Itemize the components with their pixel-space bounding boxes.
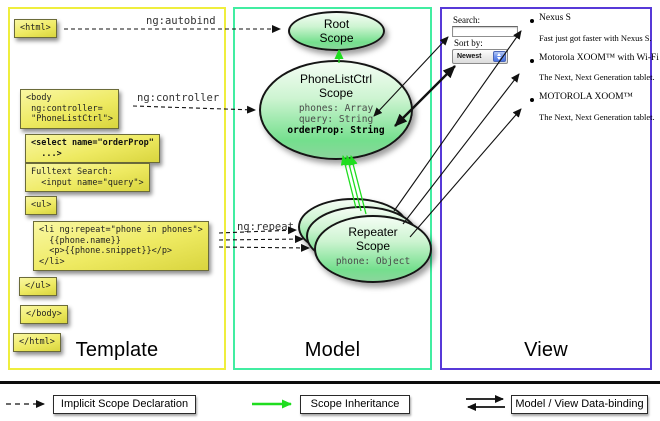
repeater-scope-prop: phone: Object <box>335 256 411 267</box>
root-scope-ellipse: Root Scope <box>288 11 385 51</box>
view-item-desc: Fast just got faster with Nexus S. <box>539 33 652 43</box>
ng-autobind-label: ng:autobind <box>146 15 216 27</box>
view-item-title: Nexus S <box>539 13 571 23</box>
dropdown-stepper-icon <box>493 51 506 62</box>
legend-model-view-data-binding: Model / View Data-binding <box>511 395 648 414</box>
legend-implicit-scope-declaration: Implicit Scope Declaration <box>53 395 196 414</box>
legend-separator <box>0 381 660 384</box>
model-column-title: Model <box>304 339 361 361</box>
root-scope-title: Root Scope <box>319 17 354 45</box>
search-input[interactable] <box>452 26 518 37</box>
phonelistctrl-scope-orderprop: orderProp: String <box>287 125 385 136</box>
ng-controller-label: ng:controller <box>137 92 220 104</box>
select-tag-box: <select name="orderProp" ...> <box>25 134 160 163</box>
html-close-tag-box: </html> <box>13 333 61 352</box>
bullet-icon <box>530 59 534 63</box>
view-item-title: MOTOROLA XOOM™ <box>539 92 633 102</box>
sort-dropdown[interactable]: Newest <box>452 49 508 64</box>
phonelistctrl-scope-props: phones: Array query: String <box>298 103 374 125</box>
view-item-title: Motorola XOOM™ with Wi-Fi <box>539 53 659 63</box>
legend-scope-inheritance: Scope Inheritance <box>300 395 410 414</box>
sort-dropdown-value: Newest <box>457 53 482 60</box>
phonelistctrl-scope-ellipse: PhoneListCtrl Scope phones: Array query:… <box>259 60 413 160</box>
phonelistctrl-scope-title: PhoneListCtrl Scope <box>299 72 373 100</box>
view-item-desc: The Next, Next Generation tablet. <box>539 72 655 82</box>
body-close-tag-box: </body> <box>20 305 68 324</box>
view-item-desc: The Next, Next Generation tablet. <box>539 112 655 122</box>
view-column-title: View <box>524 339 568 361</box>
ul-close-tag-box: </ul> <box>19 277 57 296</box>
repeater-scope-title: Repeater Scope <box>348 225 398 253</box>
ng-repeat-label: ng:repeat <box>237 221 294 233</box>
li-repeat-tag-box: <li ng:repeat="phone in phones"> {{phone… <box>33 221 209 271</box>
fulltext-search-box: Fulltext Search: <input name="query"> <box>25 163 150 192</box>
repeater-scope-ellipse-front: Repeater Scope phone: Object <box>314 215 432 283</box>
bullet-icon <box>530 98 534 102</box>
html-open-tag-box: <html> <box>14 19 57 38</box>
template-column-title: Template <box>75 339 159 361</box>
ul-open-tag-box: <ul> <box>25 196 58 215</box>
sort-by-label: Sort by: <box>454 38 483 48</box>
search-label: Search: <box>453 15 480 25</box>
body-open-tag-box: <body ng:controller= "PhoneListCtrl"> <box>20 89 119 129</box>
bullet-icon <box>530 19 534 23</box>
